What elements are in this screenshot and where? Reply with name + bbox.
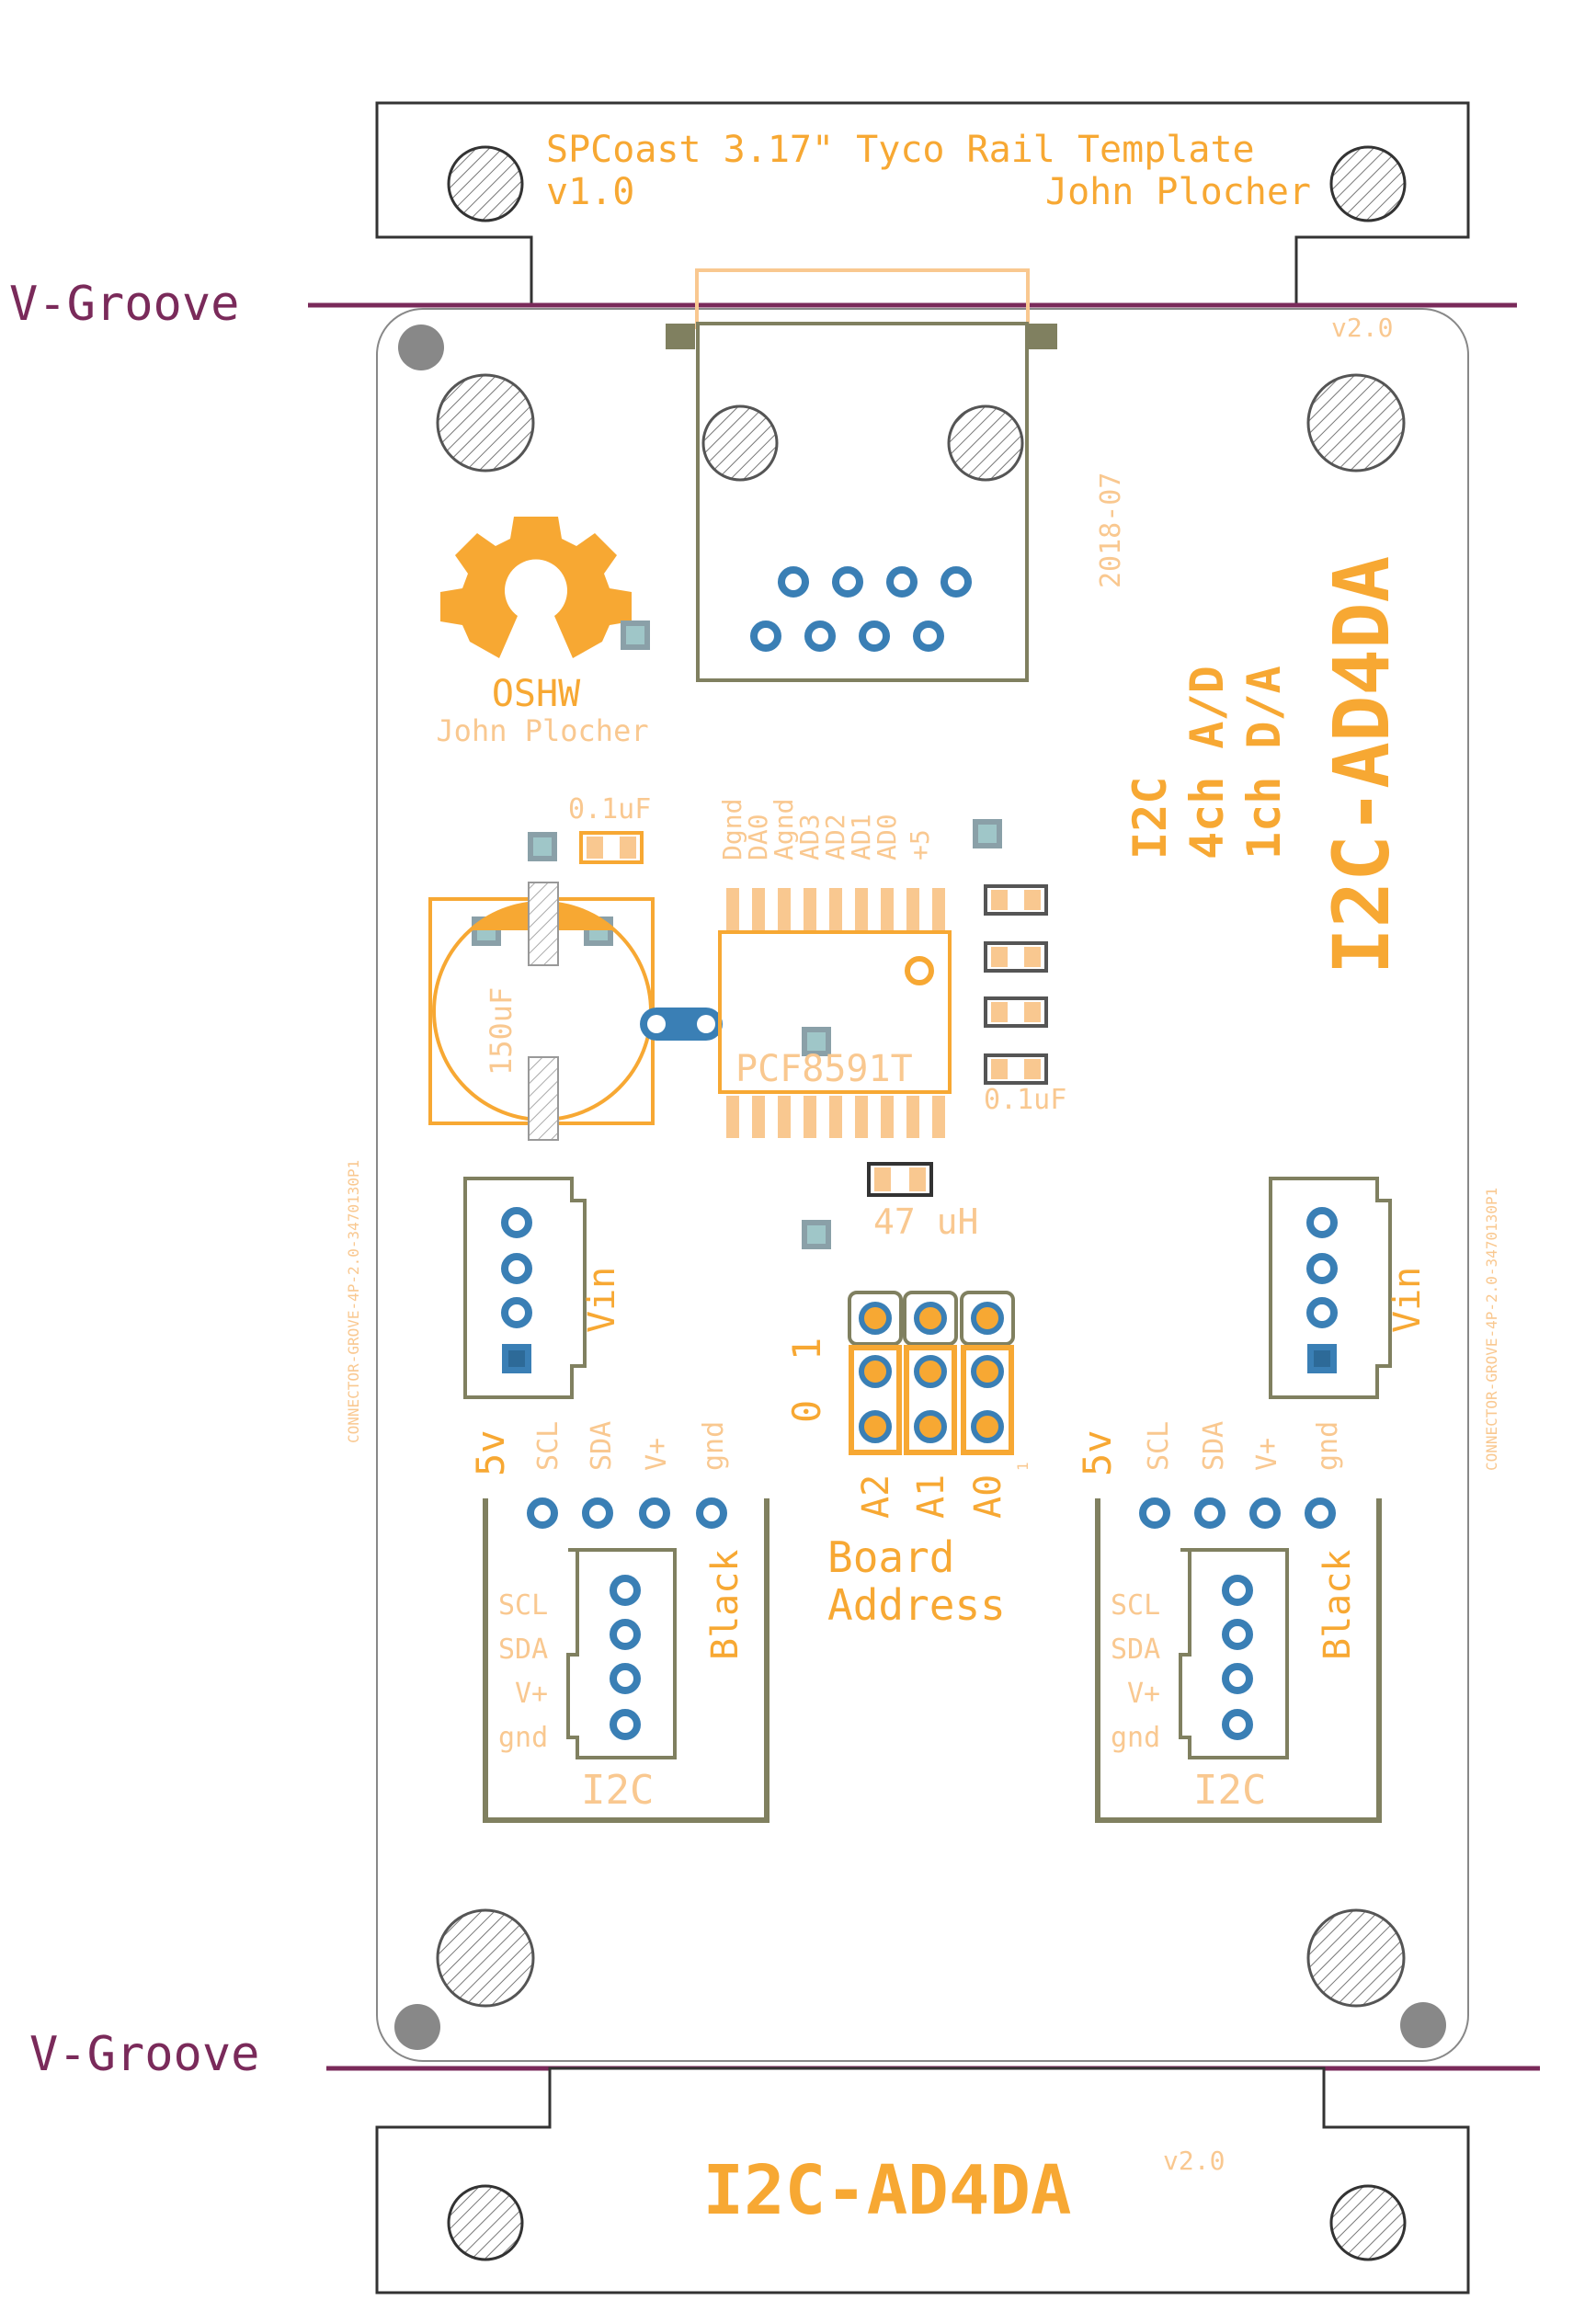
i2c-connector-left: 5v SCL SDA V+ gnd SCL SDA V+ gnd Black I… bbox=[468, 1421, 770, 1823]
oshw-logo: OSHW John Plocher bbox=[436, 517, 649, 748]
cap-top: 0.1uF bbox=[568, 793, 651, 864]
vin-label-left: Vin bbox=[581, 1267, 623, 1333]
ic-pin-label: +5 bbox=[905, 829, 935, 860]
connector-part-left: CONNECTOR-GROVE-4P-2.0-3470130P1 bbox=[345, 1160, 362, 1443]
i2c-left-pin-top: SDA bbox=[586, 1421, 618, 1471]
ic-pcf8591t: PCF8591T Dgnd DA0 Agnd AD3 AD2 AD1 AD0 +… bbox=[717, 799, 952, 1138]
ic-name: PCF8591T bbox=[735, 1048, 913, 1090]
bottom-rail-hole-right bbox=[1329, 2184, 1407, 2261]
jumper-label-one: 1 bbox=[784, 1338, 829, 1361]
ic-pin-labels: Dgnd DA0 Agnd AD3 AD2 AD1 AD0 +5 bbox=[717, 799, 935, 860]
i2c-right-pin-top: V+ bbox=[1251, 1438, 1283, 1471]
i2c-left-pin-top: gnd bbox=[698, 1421, 730, 1471]
i2c-connector-right: 5v SCL SDA V+ gnd SCL SDA V+ gnd Black I… bbox=[1075, 1421, 1382, 1823]
ic-pin-label: DA0 bbox=[743, 814, 773, 860]
vgroove-top-label: V-Groove bbox=[9, 277, 239, 332]
gear-icon bbox=[440, 517, 632, 658]
ic-pin-label: Agnd bbox=[769, 799, 799, 860]
ic-pin-label: AD2 bbox=[820, 814, 850, 860]
inductor: 47 uH bbox=[867, 1162, 978, 1242]
ic-pin1-marker bbox=[905, 956, 934, 985]
vin-connector-right: Vin bbox=[1269, 1177, 1429, 1399]
rail-author: John Plocher bbox=[1045, 171, 1311, 213]
bottom-rail-hole-left bbox=[447, 2184, 524, 2261]
fiducial-bottom-left bbox=[394, 2004, 440, 2050]
mount-hole-top-right bbox=[1306, 373, 1406, 473]
rail-version: v1.0 bbox=[546, 171, 634, 213]
mount-hole-bottom-right bbox=[1306, 1908, 1406, 2008]
fiducial-bottom-right bbox=[1400, 2002, 1446, 2048]
board-desc-line3: 1ch D/A bbox=[1237, 666, 1291, 860]
vin-connector-left: Vin bbox=[463, 1177, 623, 1399]
ic-pin-label: AD3 bbox=[794, 814, 825, 860]
mount-hole-bottom-left bbox=[436, 1908, 535, 2008]
ic-pin-label: AD0 bbox=[872, 814, 902, 860]
fiducial-top-left bbox=[398, 325, 444, 370]
i2c-left-label: I2C bbox=[581, 1767, 654, 1814]
i2c-left-pin-side: V+ bbox=[515, 1678, 548, 1710]
cap-electrolytic-label: 150uF bbox=[484, 987, 519, 1076]
jumper-pin1-label: 1 bbox=[1014, 1462, 1032, 1471]
i2c-left-pin-top: SCL bbox=[532, 1421, 564, 1471]
i2c-right-label: I2C bbox=[1193, 1767, 1266, 1814]
ic-pin-label: AD1 bbox=[846, 814, 876, 860]
jumper-label-a2: A2 bbox=[855, 1475, 897, 1519]
rj45-jack bbox=[666, 268, 1057, 682]
board-desc-line1: I2C bbox=[1123, 777, 1177, 860]
i2c-left-pin-side: SDA bbox=[498, 1634, 548, 1666]
i2c-right-pin-top: SCL bbox=[1143, 1421, 1175, 1471]
board-address-title2: Address bbox=[827, 1580, 1006, 1630]
address-jumpers: 0 1 A2 A1 A0 1 Board Address bbox=[784, 1291, 1032, 1630]
vgroove-top: V-Groove bbox=[9, 277, 1517, 332]
rail-mount-hole-right bbox=[1329, 145, 1407, 222]
oshw-author: John Plocher bbox=[436, 713, 648, 748]
cap-side-label: 0.1uF bbox=[984, 1084, 1066, 1116]
i2c-right-pin-top: SDA bbox=[1198, 1421, 1230, 1471]
jumper-label-a0: A0 bbox=[967, 1475, 1009, 1519]
i2c-left-black: Black bbox=[704, 1550, 747, 1660]
i2c-left-pin-side: SCL bbox=[498, 1589, 548, 1622]
ic-pin-label: Dgnd bbox=[717, 799, 747, 860]
bottom-rail-template: I2C-AD4DA v2.0 bbox=[375, 2067, 1470, 2294]
top-rail-template: SPCoast 3.17" Tyco Rail Template v1.0 Jo… bbox=[375, 101, 1470, 307]
i2c-right-pin-side: V+ bbox=[1127, 1678, 1160, 1710]
inductor-label: 47 uH bbox=[873, 1201, 978, 1242]
i2c-left-pin-top: 5v bbox=[468, 1429, 513, 1476]
vgroove-bottom-label: V-Groove bbox=[29, 2027, 259, 2082]
i2c-right-black: Black bbox=[1317, 1550, 1359, 1660]
board-name: I2C-AD4DA bbox=[1317, 556, 1407, 974]
i2c-left-pin-top: V+ bbox=[641, 1438, 673, 1471]
board-version-top: v2.0 bbox=[1331, 313, 1393, 343]
rail-mount-hole-left bbox=[447, 145, 524, 222]
ic-top-pins bbox=[726, 888, 945, 930]
rail-title: SPCoast 3.17" Tyco Rail Template bbox=[546, 129, 1255, 171]
cap-top-label: 0.1uF bbox=[568, 793, 651, 825]
ic-bottom-pins bbox=[726, 1096, 945, 1138]
jumper-label-a1: A1 bbox=[910, 1475, 952, 1519]
jumper-label-zero: 0 bbox=[784, 1400, 829, 1423]
mount-hole-top-left bbox=[436, 373, 535, 473]
connector-part-right: CONNECTOR-GROVE-4P-2.0-3470130P1 bbox=[1483, 1188, 1500, 1471]
i2c-right-pin-top: gnd bbox=[1312, 1421, 1344, 1471]
bottom-rail-version: v2.0 bbox=[1163, 2146, 1225, 2176]
i2c-left-pin-side: gnd bbox=[498, 1722, 548, 1754]
i2c-right-pin-side: SDA bbox=[1111, 1634, 1160, 1666]
oshw-label: OSHW bbox=[492, 673, 581, 715]
board-address-title1: Board bbox=[827, 1532, 954, 1582]
solder-jumper bbox=[640, 1008, 723, 1041]
vin-label-right: Vin bbox=[1386, 1267, 1429, 1333]
board-desc-line2: 4ch A/D bbox=[1180, 666, 1234, 860]
bottom-rail-title: I2C-AD4DA bbox=[703, 2151, 1072, 2230]
i2c-right-pin-side: SCL bbox=[1111, 1589, 1160, 1622]
i2c-right-pin-side: gnd bbox=[1111, 1722, 1160, 1754]
board-date: 2018-07 bbox=[1095, 473, 1127, 588]
rj45-pads bbox=[750, 566, 972, 652]
side-caps: 0.1uF bbox=[984, 884, 1066, 1116]
i2c-right-pin-top: 5v bbox=[1075, 1429, 1120, 1476]
